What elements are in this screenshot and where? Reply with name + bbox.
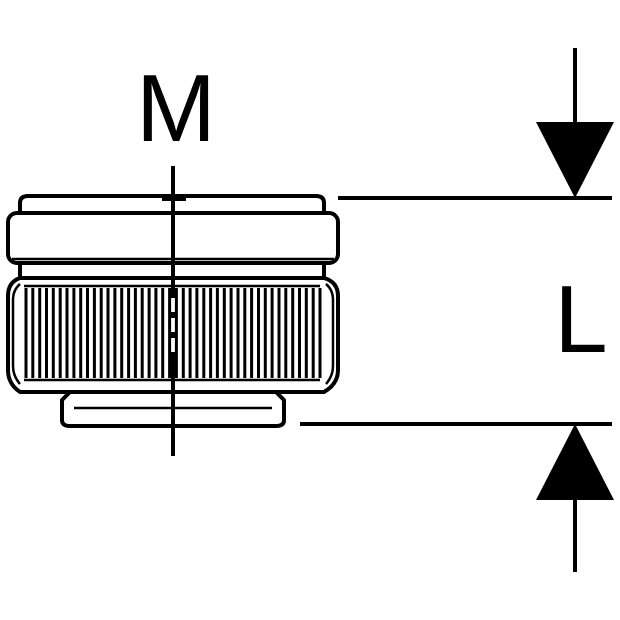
length-dimension [300,48,612,572]
knurl-ridges [24,288,322,378]
length-label: L [554,266,607,373]
knurled-body-outline [6,276,340,394]
knurl-right-face [325,283,335,385]
diameter-label: M [136,55,216,162]
arrow-up-icon [536,424,614,500]
knurl-left-face [11,283,21,385]
aerator-part [6,194,340,428]
arrow-down-icon [536,122,614,198]
